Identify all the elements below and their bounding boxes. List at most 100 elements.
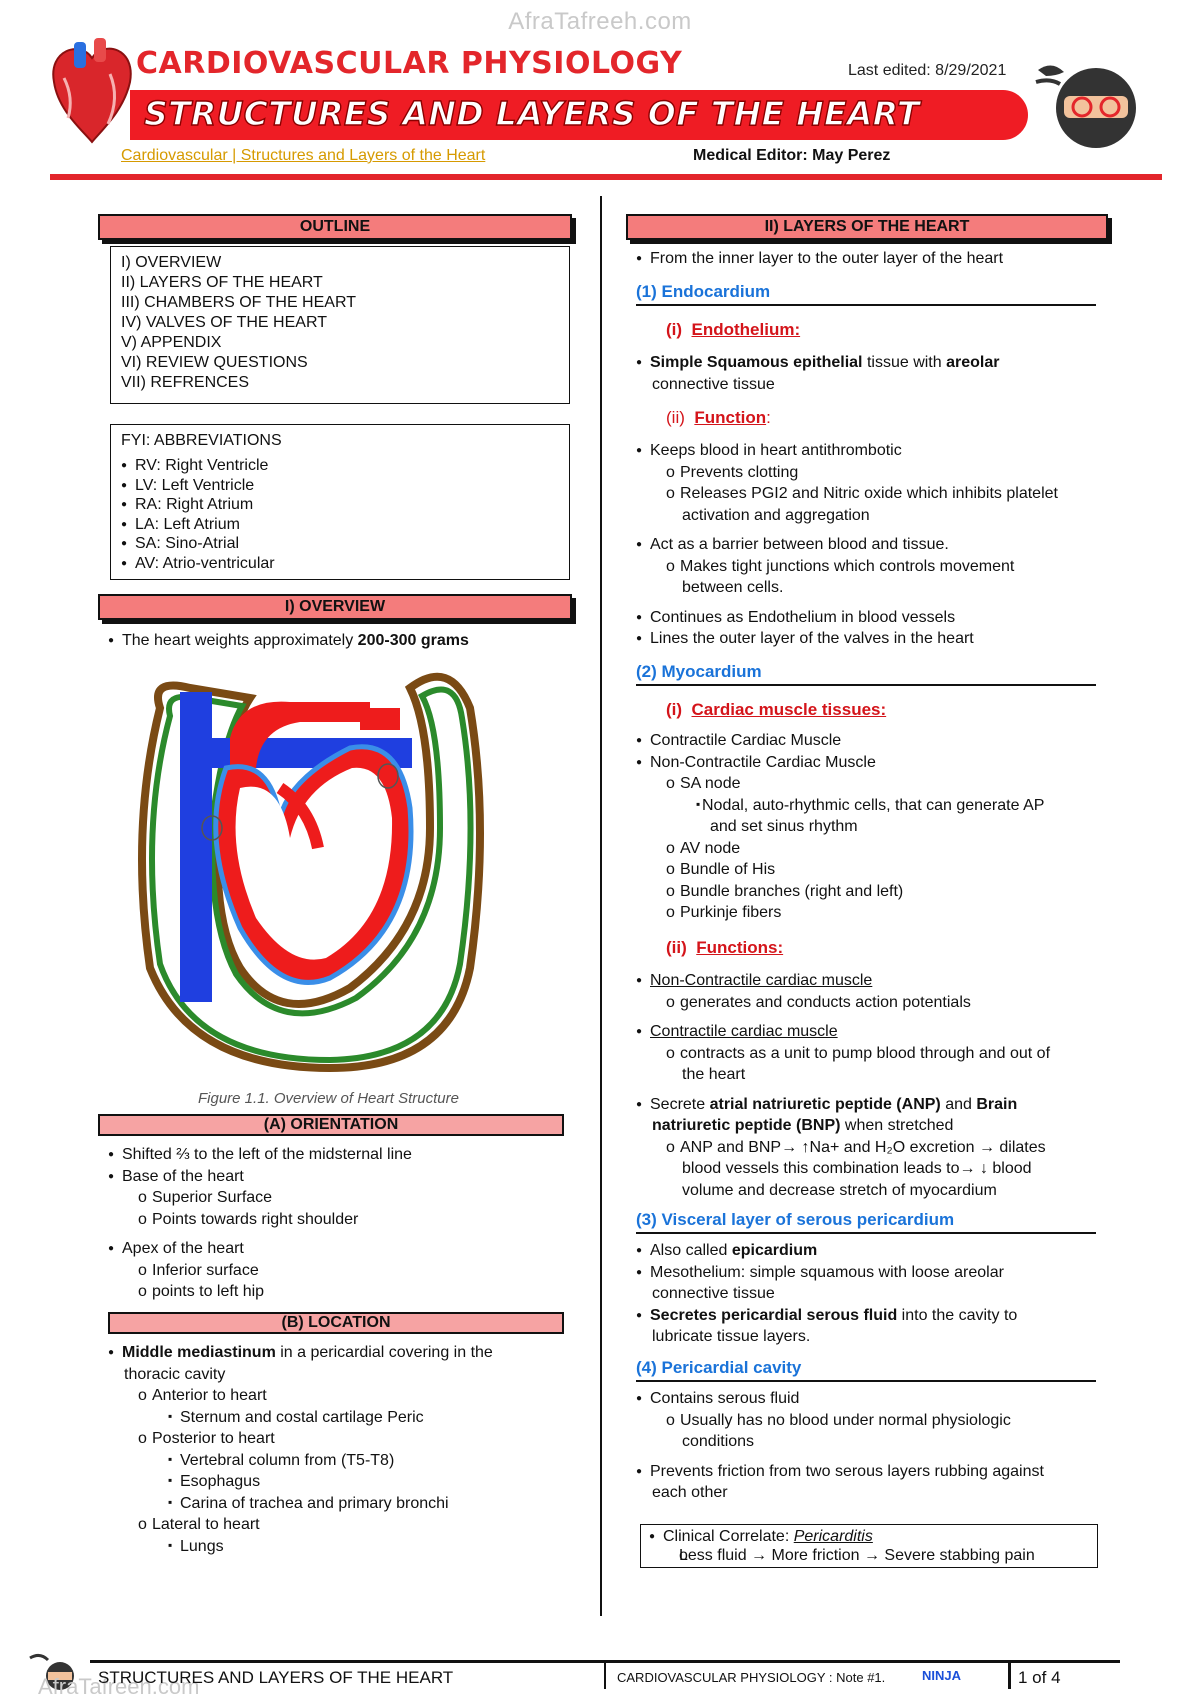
list-item: Lungs: [108, 1535, 493, 1558]
list-item: Keeps blood in heart antithrombotic: [636, 440, 1058, 462]
footer-brand: NINJA: [922, 1668, 962, 1683]
heart-weight-line: The heart weights approximately 200-300 …: [108, 630, 469, 652]
outline-item[interactable]: II) LAYERS OF THE HEART: [121, 274, 323, 291]
list-item: Non-Contractile cardiac muscle: [636, 970, 1050, 992]
list-item-cont: conditions: [682, 1433, 755, 1450]
list-item: Anterior to heart: [108, 1385, 493, 1407]
myocardium-title: (2) Myocardium: [636, 662, 762, 681]
ninja-footer-icon: [29, 1653, 74, 1690]
endocardium-title: (1) Endocardium: [636, 282, 771, 301]
pericardial-cavity-title: (4) Pericardial cavity: [636, 1358, 802, 1377]
location-heading: (B) LOCATION: [108, 1312, 564, 1334]
list-item: Contains serous fluid: [636, 1388, 1044, 1410]
orientation-list: Shifted ⅔ to the left of the midsternal …: [108, 1144, 412, 1303]
list-item-cont: the heart: [682, 1066, 746, 1083]
outline-item[interactable]: I) OVERVIEW: [121, 254, 222, 271]
list-item: Shifted ⅔ to the left of the midsternal …: [108, 1144, 412, 1166]
abbreviation-item: AV: Atrio-ventricular: [121, 554, 559, 574]
functions-label: (ii) Functions:: [666, 938, 784, 957]
visceral-list: Also called epicardium Mesothelium: simp…: [636, 1240, 1017, 1348]
outline-item[interactable]: VI) REVIEW QUESTIONS: [121, 354, 308, 371]
list-item: Releases PGI2 and Nitric oxide which inh…: [636, 483, 1058, 505]
list-item-cont: connective tissue: [652, 1285, 775, 1302]
list-item-cont: connective tissue: [652, 375, 775, 393]
outline-item[interactable]: VII) REFRENCES: [121, 374, 250, 391]
last-edited: Last edited: 8/29/2021: [848, 62, 1007, 79]
abbreviation-item: RV: Right Ventricle: [121, 456, 559, 476]
list-item: points to left hip: [108, 1281, 412, 1303]
list-item-cont: natriuretic peptide (BNP) when stretched: [652, 1117, 954, 1134]
list-item: Bundle of His: [636, 859, 1044, 881]
page-title: CARDIOVASCULAR PHYSIOLOGY: [136, 46, 683, 81]
section-rule: [636, 1380, 1096, 1382]
abbreviation-item: RA: Right Atrium: [121, 495, 559, 515]
list-item: SA node: [636, 773, 1044, 795]
location-list: Middle mediastinum in a pericardial cove…: [108, 1342, 493, 1557]
breadcrumb-link[interactable]: Cardiovascular | Structures and Layers o…: [121, 147, 486, 164]
footer-topic: STRUCTURES AND LAYERS OF THE HEART: [98, 1668, 454, 1687]
section-rule: [636, 304, 1096, 306]
list-item: Prevents friction from two serous layers…: [636, 1461, 1044, 1483]
list-item-cont: each other: [652, 1484, 728, 1501]
clinical-correlate: Clinical Correlate: Pericarditis: [649, 1527, 1089, 1546]
outline-item[interactable]: V) APPENDIX: [121, 334, 222, 351]
heart-logo-icon: [52, 38, 132, 144]
list-item: Carina of trachea and primary bronchi: [108, 1492, 493, 1515]
section-rule: [636, 1232, 1096, 1234]
medical-editor: Medical Editor: May Perez: [693, 147, 891, 164]
function-label: (ii) Function:: [666, 408, 771, 427]
list-item-cont: activation and aggregation: [682, 506, 870, 524]
list-item-cont: between cells.: [682, 579, 784, 596]
list-item: Esophagus: [108, 1470, 493, 1493]
list-item: Vertebral column from (T5-T8): [108, 1449, 493, 1472]
abbreviation-item: LV: Left Ventricle: [121, 476, 559, 496]
list-item: Inferior surface: [108, 1260, 412, 1282]
list-item-cont: blood vessels this combination leads to→…: [682, 1160, 1032, 1177]
list-item: Mesothelium: simple squamous with loose …: [636, 1262, 1017, 1284]
abbreviation-item: LA: Left Atrium: [121, 515, 559, 535]
list-item: Nodal, auto-rhythmic cells, that can gen…: [636, 794, 1044, 817]
list-item-cont: volume and decrease stretch of myocardiu…: [682, 1181, 997, 1199]
list-item: Secretes pericardial serous fluid into t…: [636, 1305, 1017, 1327]
list-item: Usually has no blood under normal physio…: [636, 1410, 1044, 1432]
orientation-heading: (A) ORIENTATION: [98, 1114, 564, 1136]
list-item: Contractile Cardiac Muscle: [636, 730, 1044, 752]
heart-diagram-icon: [138, 672, 484, 1073]
cardiac-tissue-list: Contractile Cardiac Muscle Non-Contracti…: [636, 730, 1044, 924]
abbreviations-heading: FYI: ABBREVIATIONS: [121, 432, 282, 449]
list-item: Lines the outer layer of the valves in t…: [636, 628, 1058, 650]
abbreviation-item: SA: Sino-Atrial: [121, 534, 559, 554]
functions-list: Non-Contractile cardiac muscle generates…: [636, 970, 1050, 1201]
outline-item[interactable]: III) CHAMBERS OF THE HEART: [121, 294, 356, 311]
list-item: generates and conducts action potentials: [636, 992, 1050, 1014]
list-item: Bundle branches (right and left): [636, 881, 1044, 903]
list-item: Purkinje fibers: [636, 902, 1044, 924]
list-item: Points towards right shoulder: [108, 1209, 412, 1231]
list-item: Sternum and costal cartilage Peric: [108, 1406, 493, 1429]
clinical-correlate-box: Clinical Correlate: Pericarditis Less fl…: [640, 1524, 1098, 1568]
layers-heading: II) LAYERS OF THE HEART: [626, 214, 1108, 240]
footer-divider: [90, 1660, 1120, 1663]
list-item: Contractile cardiac muscle: [636, 1021, 1050, 1043]
list-item: Simple Squamous epithelial tissue with a…: [636, 352, 999, 374]
list-item: Also called epicardium: [636, 1240, 1017, 1262]
outline-box: I) OVERVIEW II) LAYERS OF THE HEART III)…: [110, 246, 570, 404]
list-item: Base of the heart: [108, 1166, 412, 1188]
header-divider: [50, 174, 1162, 180]
list-item-cont: thoracic cavity: [124, 1365, 226, 1383]
footer-separator: [1008, 1663, 1011, 1689]
list-item: Superior Surface: [108, 1187, 412, 1209]
ninja-avatar-icon: [1035, 65, 1136, 148]
list-item: contracts as a unit to pump blood throug…: [636, 1043, 1050, 1065]
list-item: Lateral to heart: [108, 1514, 493, 1536]
list-item-cont: lubricate tissue layers.: [652, 1328, 811, 1345]
watermark: AfraTafreeh.com: [508, 8, 692, 35]
section-rule: [636, 684, 1096, 686]
footer-watermark: AfraTafreeh.com: [38, 1674, 200, 1696]
banner-title: STRUCTURES AND LAYERS OF THE HEART: [143, 93, 920, 133]
list-item: Act as a barrier between blood and tissu…: [636, 534, 1058, 556]
footer-separator: [604, 1663, 606, 1689]
list-item: ANP and BNP→ ↑Na+ and H₂O excretion → di…: [636, 1137, 1050, 1159]
outline-item[interactable]: IV) VALVES OF THE HEART: [121, 314, 327, 331]
topic-banner: STRUCTURES AND LAYERS OF THE HEART: [130, 90, 1028, 140]
